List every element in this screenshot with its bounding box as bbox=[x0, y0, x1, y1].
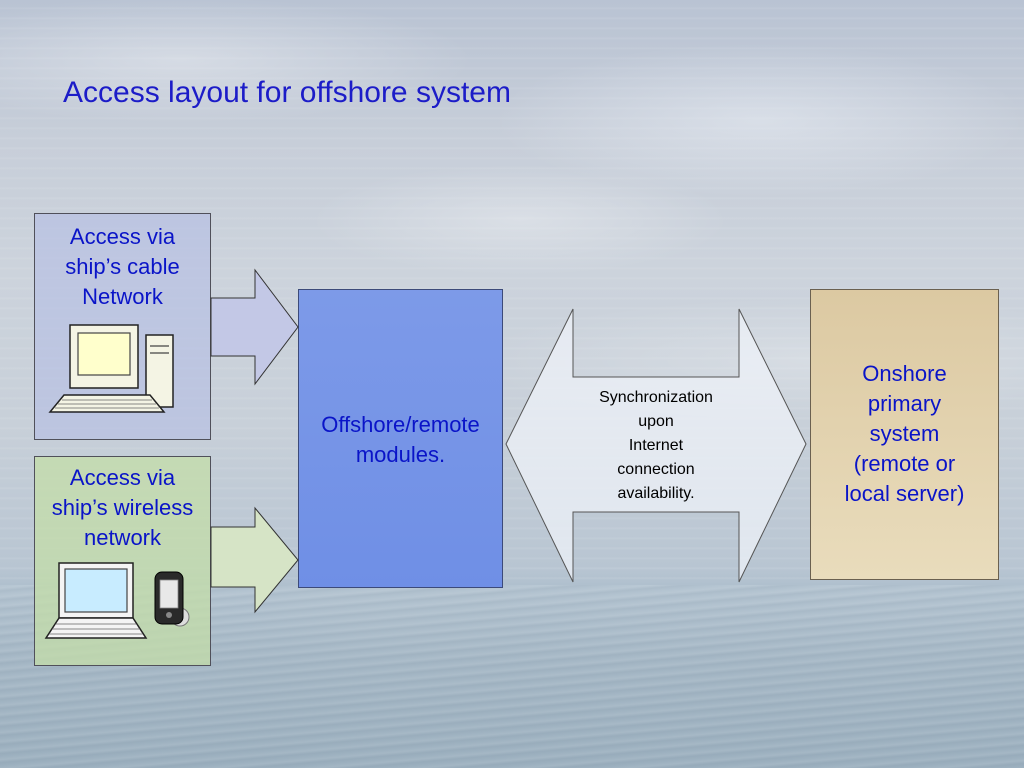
slide-title: Access layout for offshore system bbox=[63, 76, 511, 109]
cable-access-label: Access via ship’s cable Network bbox=[65, 224, 180, 309]
offshore-modules-box bbox=[298, 289, 503, 588]
laptop-icon bbox=[44, 562, 148, 639]
desktop-computer-icon bbox=[48, 324, 174, 413]
arrow-cable-to-offshore bbox=[210, 268, 299, 386]
onshore-system-label: Onshore primary system (remote or local … bbox=[844, 361, 965, 506]
arrow-wireless-to-offshore bbox=[210, 506, 299, 614]
pda-icon bbox=[154, 571, 190, 627]
sync-double-arrow bbox=[505, 308, 807, 583]
offshore-modules-label: Offshore/remote modules. bbox=[321, 412, 480, 467]
wireless-access-label: Access via ship’s wireless network bbox=[51, 465, 194, 550]
onshore-system-box bbox=[810, 289, 999, 580]
sync-label: Synchronization upon Internet connection… bbox=[599, 389, 713, 502]
